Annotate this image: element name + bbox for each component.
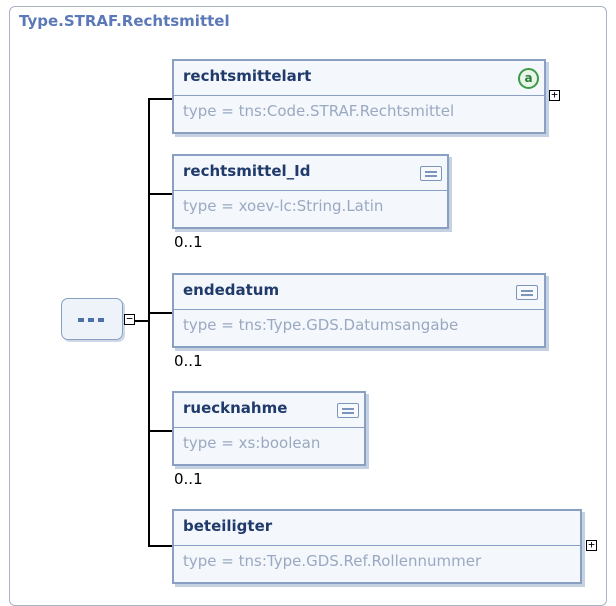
element-name: rechtsmittelart <box>183 67 312 85</box>
connector-branch <box>148 430 172 432</box>
element-beteiligter[interactable]: beteiligter type = tns:Type.GDS.Ref.Roll… <box>172 509 582 584</box>
element-name: rechtsmittel_Id <box>183 162 311 180</box>
element-endedatum[interactable]: endedatum type = tns:Type.GDS.Datumsanga… <box>172 273 546 348</box>
type-title: Type.STRAF.Rechtsmittel <box>19 12 230 30</box>
element-type: type = tns:Type.GDS.Datumsangabe <box>183 316 459 334</box>
element-type: type = xoev-lc:String.Latin <box>183 197 384 215</box>
attribute-a-icon: a <box>518 68 539 89</box>
element-ruecknahme[interactable]: ruecknahme type = xs:boolean <box>172 391 366 466</box>
element-rechtsmittelart[interactable]: rechtsmittelart a type = tns:Code.STRAF.… <box>172 59 546 134</box>
cardinality-label: 0..1 <box>174 352 203 370</box>
cardinality-label: 0..1 <box>174 233 203 251</box>
element-name: beteiligter <box>183 517 273 535</box>
expand-toggle-beteiligter[interactable]: + <box>586 539 597 551</box>
connector-trunk <box>148 98 150 546</box>
element-name: ruecknahme <box>183 399 288 417</box>
sequence-compositor[interactable] <box>61 298 123 340</box>
connector-branch <box>148 98 172 100</box>
connector-branch <box>148 312 172 314</box>
connector-branch <box>148 545 172 547</box>
documentation-icon <box>516 285 538 300</box>
sequence-dots-icon <box>78 318 108 322</box>
element-type: type = tns:Type.GDS.Ref.Rollennummer <box>183 552 482 570</box>
element-type: type = xs:boolean <box>183 434 321 452</box>
documentation-icon <box>337 403 359 418</box>
expand-toggle-rechtsmittelart[interactable]: + <box>549 89 560 101</box>
element-name: endedatum <box>183 281 280 299</box>
element-rechtsmittel-id[interactable]: rechtsmittel_Id type = xoev-lc:String.La… <box>172 154 449 229</box>
documentation-icon <box>420 166 442 181</box>
cardinality-label: 0..1 <box>174 470 203 488</box>
connector-stub <box>135 320 148 322</box>
connector-branch <box>148 193 172 195</box>
sequence-collapse-toggle[interactable]: − <box>124 313 135 325</box>
element-type: type = tns:Code.STRAF.Rechtsmittel <box>183 102 455 120</box>
